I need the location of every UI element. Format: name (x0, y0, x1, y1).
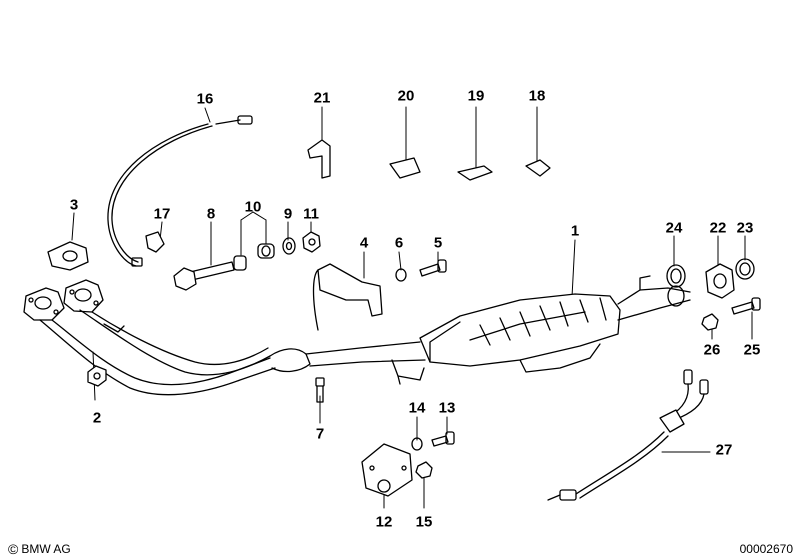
callout-6: 6 (394, 234, 404, 252)
nut-2 (87, 365, 107, 387)
washer-14 (411, 437, 423, 451)
clip-20 (389, 157, 421, 179)
gasket-3 (47, 241, 89, 271)
callout-15: 15 (415, 513, 433, 531)
ring-part-24 (666, 264, 686, 288)
callout-9: 9 (283, 205, 293, 223)
bracket-4 (312, 263, 383, 331)
callout-7: 7 (315, 425, 325, 443)
callout-13: 13 (438, 399, 456, 417)
callout-14: 14 (408, 399, 426, 417)
clip-18 (525, 159, 551, 177)
callout-19: 19 (467, 87, 485, 105)
callout-21: 21 (313, 89, 331, 107)
callout-5: 5 (433, 234, 443, 252)
callout-24: 24 (665, 219, 683, 237)
oxygen-sensor-16 (107, 115, 253, 267)
bolt-7 (315, 377, 325, 403)
washer-9 (282, 237, 296, 255)
catalytic-converter (419, 275, 691, 373)
manifold-flange-right (63, 279, 104, 313)
sensor-cable-27 (547, 369, 709, 501)
callout-26: 26 (703, 341, 721, 359)
front-pipe (39, 309, 426, 396)
callout-10: 10 (244, 198, 262, 216)
callout-25: 25 (743, 341, 761, 359)
callout-12: 12 (375, 513, 393, 531)
bolt-5 (419, 259, 447, 277)
callout-1: 1 (570, 222, 580, 240)
nut-11 (302, 231, 321, 253)
brand-name: BMW AG (21, 542, 71, 556)
bolt-25 (731, 297, 761, 315)
nut-15 (415, 461, 433, 479)
copyright-symbol: © (8, 541, 19, 557)
callout-20: 20 (397, 87, 415, 105)
nut-26 (701, 313, 719, 331)
callout-27: 27 (715, 441, 733, 459)
callout-11: 11 (303, 205, 319, 223)
leader-lines (71, 106, 753, 509)
callout-4: 4 (359, 234, 369, 252)
bolt-8 (173, 261, 235, 291)
bushing-10 (233, 243, 275, 271)
callout-8: 8 (206, 205, 216, 223)
callout-23: 23 (736, 219, 754, 237)
callout-2: 2 (92, 409, 102, 427)
callout-16: 16 (196, 90, 214, 108)
copyright-notice: © BMW AG (8, 542, 71, 556)
clip-19 (457, 165, 493, 181)
callout-22: 22 (709, 219, 727, 237)
holder-21 (307, 139, 331, 179)
manifold-flange-left (23, 287, 65, 321)
callout-3: 3 (69, 196, 79, 214)
clip-17 (145, 231, 165, 253)
ring-part-23 (735, 258, 755, 280)
flange-gasket-22 (705, 263, 735, 299)
nut-6 (395, 268, 407, 282)
bolt-13 (431, 431, 455, 447)
document-number: 00002670 (739, 542, 793, 556)
callout-18: 18 (528, 87, 546, 105)
callout-17: 17 (153, 205, 171, 223)
mount-12 (361, 443, 413, 497)
